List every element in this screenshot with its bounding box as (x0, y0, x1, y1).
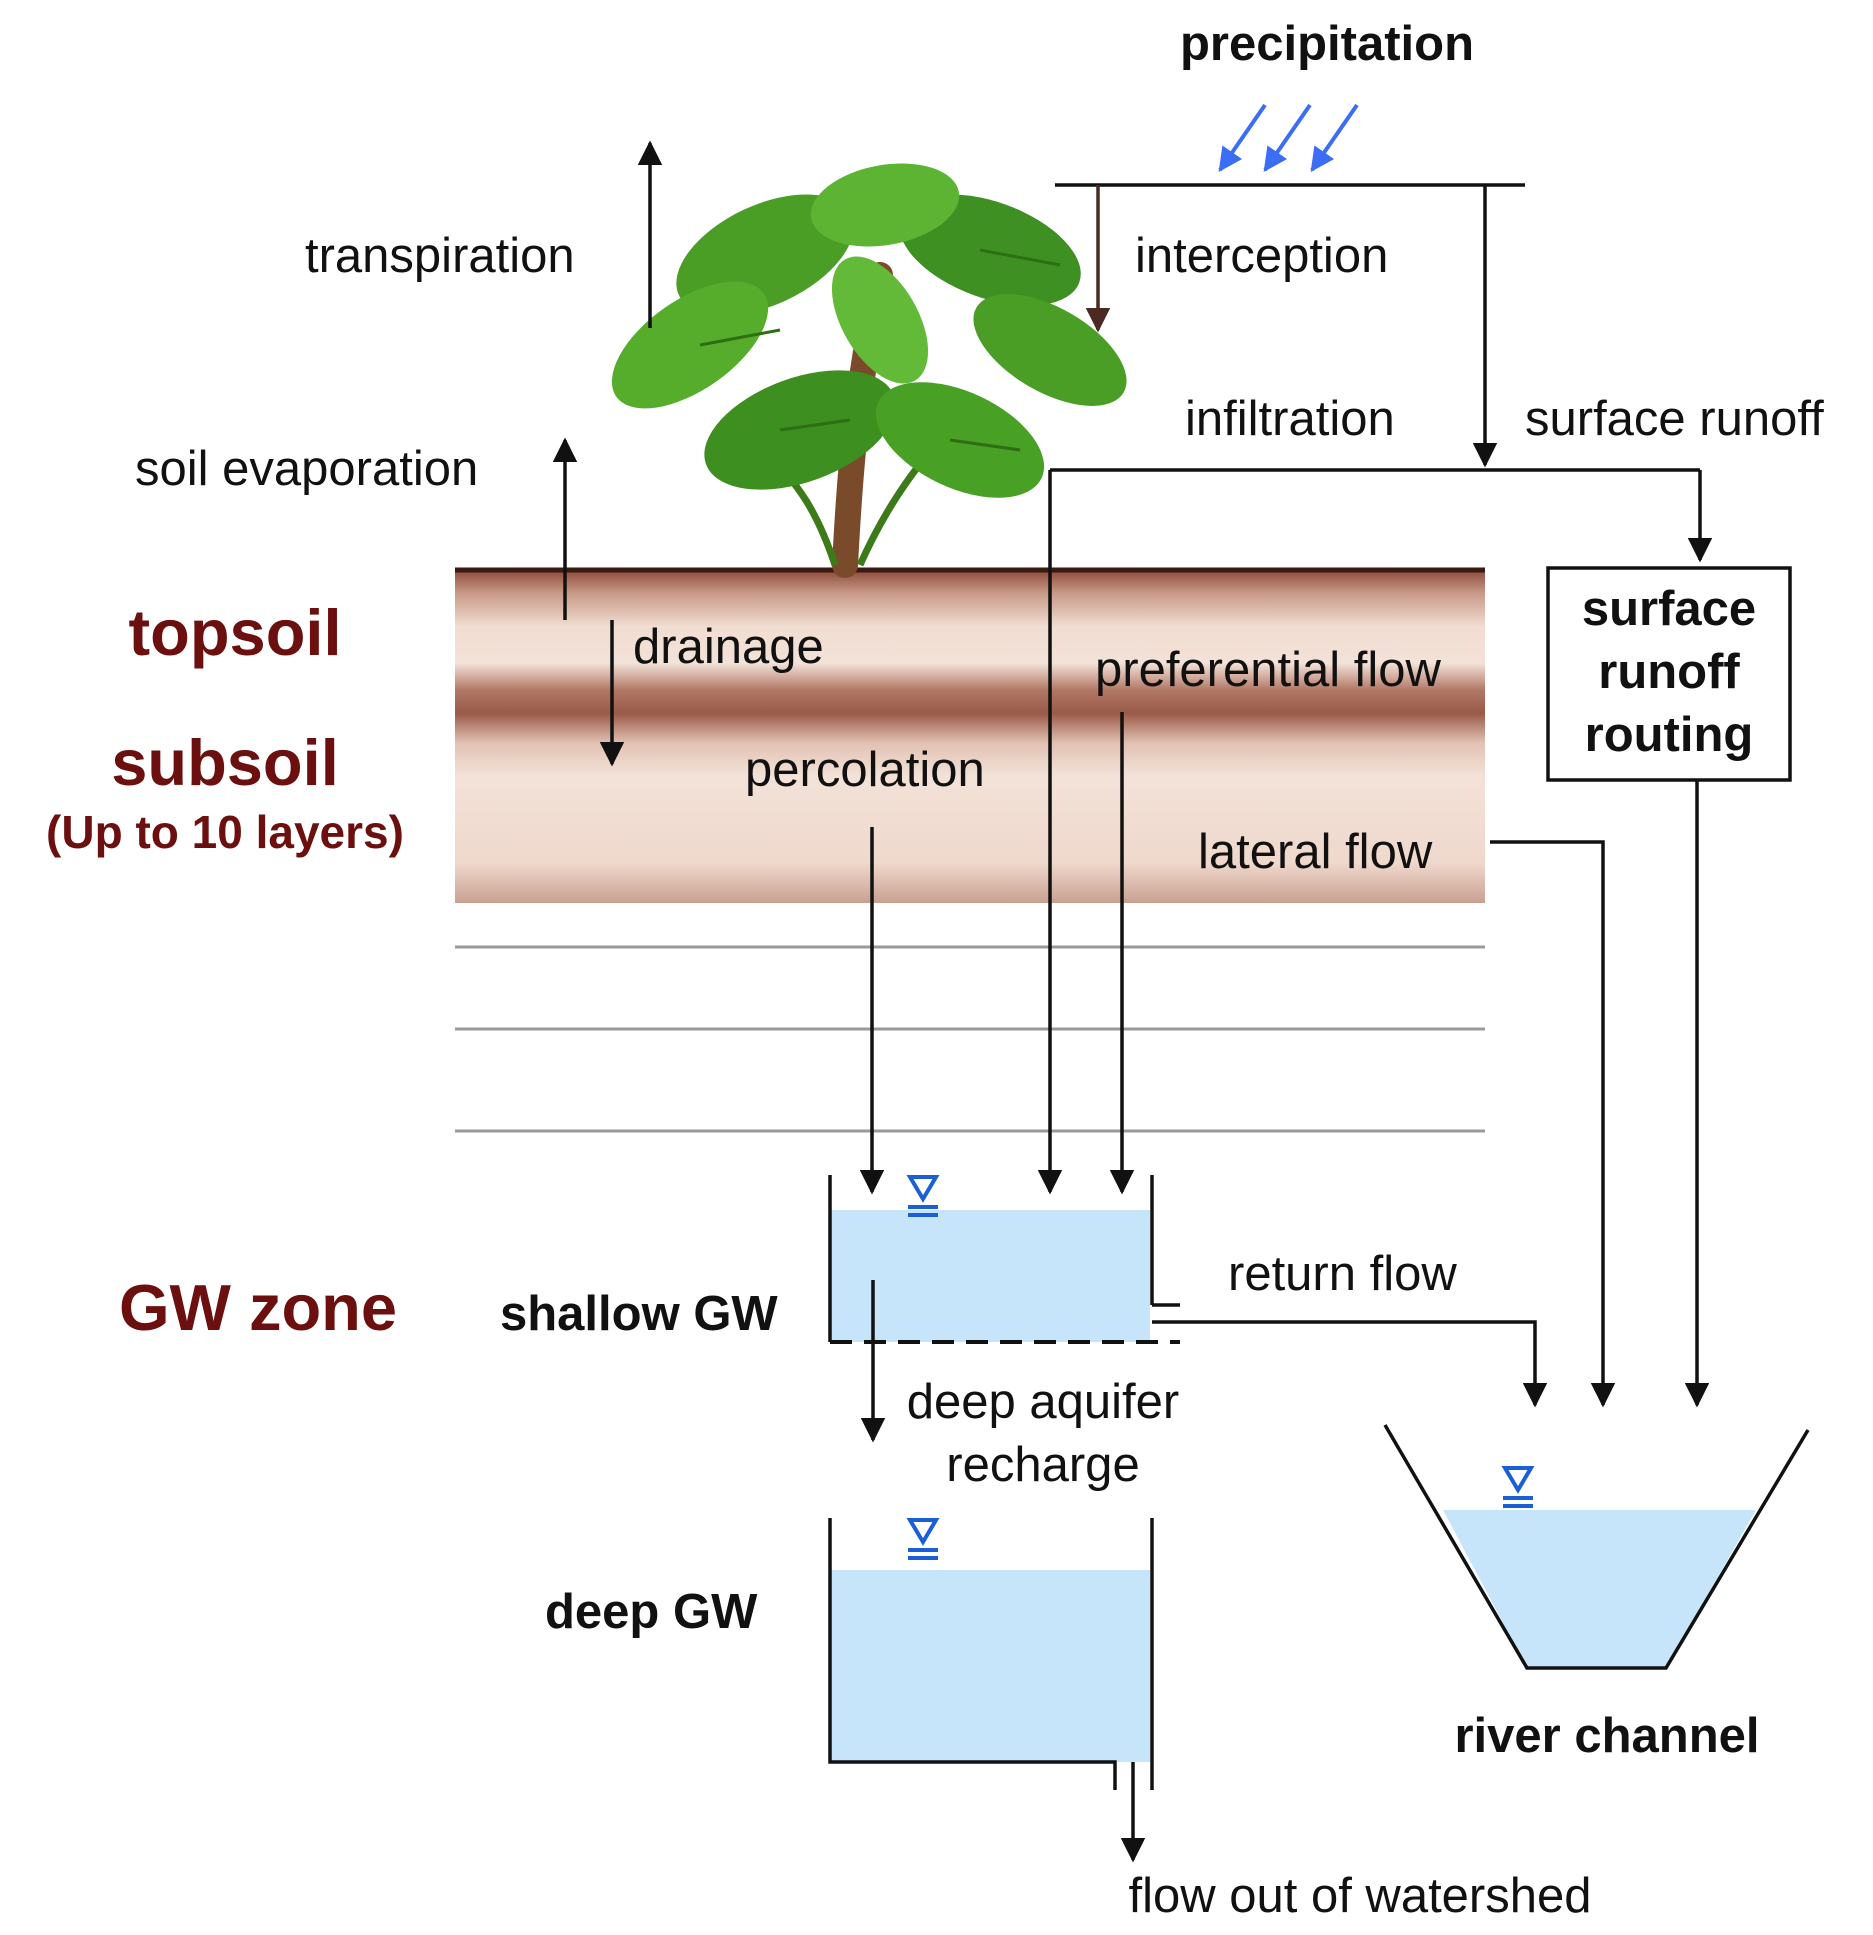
subsoil-label: subsoil (111, 726, 339, 799)
preferential-flow-label: preferential flow (1095, 643, 1442, 697)
interception-label: interception (1135, 229, 1388, 283)
drainage-label: drainage (633, 620, 824, 674)
transpiration-label: transpiration (305, 229, 575, 283)
water-table-symbol (906, 1175, 940, 1217)
deep-aquifer-recharge-label-2: recharge (946, 1438, 1139, 1492)
precip-arrow (1263, 103, 1312, 172)
shallow-gw-water (830, 1210, 1150, 1342)
routing-box-line2: runoff (1598, 645, 1740, 699)
deep-gw-water (830, 1570, 1150, 1762)
lateral-flow-label: lateral flow (1198, 825, 1433, 879)
topsoil-label: topsoil (128, 596, 341, 669)
routing-box-line1: surface (1582, 582, 1756, 636)
return-flow-arrow (1152, 1320, 1548, 1408)
percolation-label: percolation (745, 743, 985, 797)
lateral-flow-arrow (1490, 840, 1616, 1408)
plant-icon (611, 163, 1127, 578)
river-channel-water (1443, 1510, 1756, 1668)
return-flow-label: return flow (1228, 1247, 1457, 1301)
precip-arrow (1218, 103, 1267, 172)
soil-profile (455, 570, 1485, 903)
surface-runoff-label: surface runoff (1525, 392, 1824, 446)
routing-box-line3: routing (1585, 708, 1754, 762)
deep-gw-tank (828, 1518, 1117, 1790)
gw-zone-label: GW zone (119, 1271, 397, 1344)
surface-runoff-routing-box (1546, 566, 1792, 782)
soil-evaporation-label: soil evaporation (135, 442, 478, 496)
precipitation-label: precipitation (1180, 17, 1474, 71)
flow-out-label: flow out of watershed (1128, 1869, 1591, 1923)
water-table-symbol (1501, 1466, 1535, 1508)
shallow-gw-label: shallow GW (500, 1287, 778, 1341)
precip-arrow (1310, 103, 1359, 172)
subsoil-note: (Up to 10 layers) (46, 806, 404, 858)
river-channel-label: river channel (1454, 1709, 1759, 1763)
water-table-symbol (906, 1518, 940, 1560)
river-channel-banks (1383, 1424, 1810, 1670)
deep-aquifer-recharge-label-1: deep aquifer (907, 1375, 1179, 1429)
infiltration-label: infiltration (1185, 392, 1395, 446)
deep-gw-label: deep GW (545, 1585, 758, 1639)
